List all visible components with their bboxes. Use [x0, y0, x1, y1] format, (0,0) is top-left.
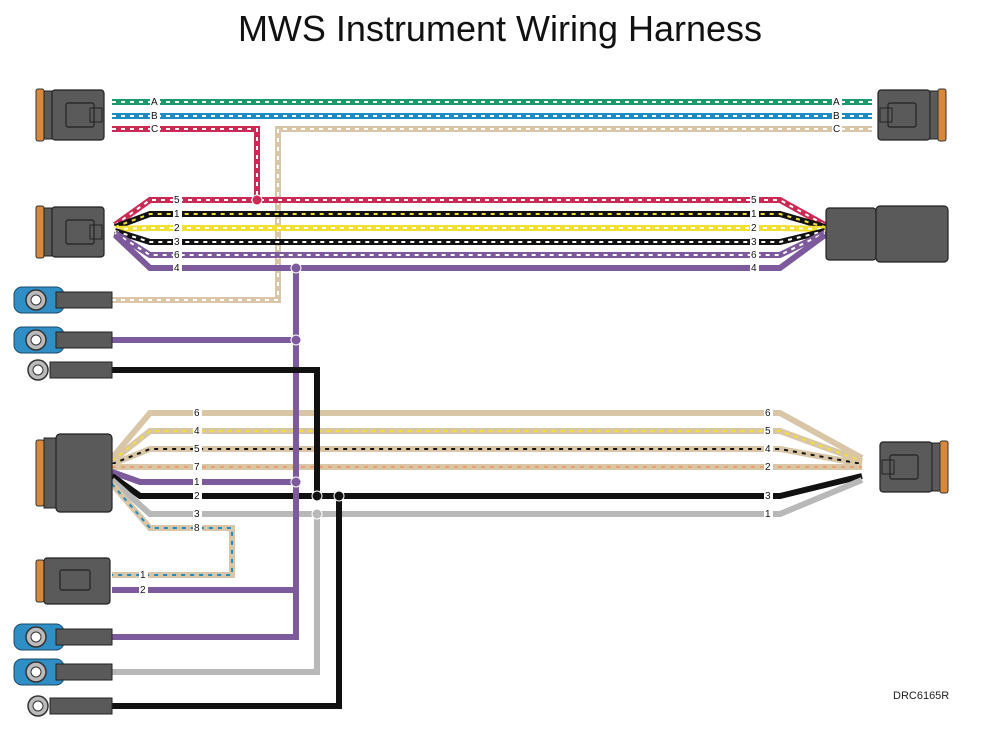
label-h1-right-a: A: [833, 97, 840, 108]
ring-terminal-6: [27, 695, 113, 717]
ring-terminal-1: [13, 286, 113, 314]
label-h2-left-5: 5: [174, 195, 180, 206]
label-h3-right-1: 1: [765, 509, 771, 520]
harness-3-right-labels: 6 5 4 2 3 1: [764, 407, 773, 520]
harness-2-left-connector: [35, 205, 105, 259]
label-h3-right-3: 3: [765, 491, 771, 502]
label-h3-left-2: 2: [194, 491, 200, 502]
label-h3-left-1: 1: [194, 477, 200, 488]
label-h2-left-3: 3: [174, 237, 180, 248]
label-h2-right-5: 5: [751, 195, 757, 206]
label-h2-right-1: 1: [751, 209, 757, 220]
small-connector-labels: 1 2: [139, 569, 148, 596]
label-h3-left-5: 5: [194, 444, 200, 455]
harness-3-left-labels: 6 4 5 7 1 2 3 8: [193, 407, 202, 534]
harness-3-wires: [109, 410, 864, 593]
label-h3-left-3: 3: [194, 509, 200, 520]
label-h1-left-a: A: [151, 97, 158, 108]
junction-dots: [251, 194, 345, 520]
harness-1-left-connector: [35, 88, 105, 142]
label-h2-left-1: 1: [174, 209, 180, 220]
ring-terminal-4: [13, 623, 113, 651]
label-h1-right-b: B: [833, 111, 840, 122]
label-h1-left-b: B: [151, 111, 158, 122]
label-h3-left-4: 4: [194, 426, 200, 437]
label-small-2: 2: [140, 585, 146, 596]
label-h3-right-5: 5: [765, 426, 771, 437]
label-small-1: 1: [140, 570, 146, 581]
label-h3-left-6: 6: [194, 408, 200, 419]
harness-2-left-labels: 5 1 2 3 6 4: [173, 194, 182, 274]
label-h2-left-2: 2: [174, 223, 180, 234]
label-h3-left-8: 8: [194, 523, 200, 534]
label-h2-left-4: 4: [174, 263, 180, 274]
label-h3-left-7: 7: [194, 462, 200, 473]
label-h1-left-c: C: [151, 124, 158, 135]
harness-1-left-labels: A B C: [150, 96, 160, 135]
harness-3-left-connector: [35, 433, 113, 513]
label-h3-right-6: 6: [765, 408, 771, 419]
label-h2-right-6: 6: [751, 250, 757, 261]
harness-3-right-connector: [879, 440, 949, 494]
vertical-bus-wires: [112, 268, 342, 709]
small-connector: [35, 557, 111, 605]
label-h1-right-c: C: [833, 124, 840, 135]
harness-1-right-connector: [877, 88, 947, 142]
ring-terminal-3: [27, 359, 113, 381]
ring-terminal-5: [13, 658, 113, 686]
label-h2-left-6: 6: [174, 250, 180, 261]
harness-2-right-labels: 5 1 2 3 6 4: [750, 194, 759, 274]
label-h2-right-4: 4: [751, 263, 757, 274]
label-h3-right-2: 2: [765, 462, 771, 473]
diagram-title: MWS Instrument Wiring Harness: [237, 8, 763, 49]
harness-2-right-connector: [825, 205, 949, 263]
harness-2-wires: [112, 197, 827, 271]
label-h2-right-3: 3: [751, 237, 757, 248]
label-h2-right-2: 2: [751, 223, 757, 234]
ring-terminal-2: [13, 326, 113, 354]
label-h3-right-4: 4: [765, 444, 771, 455]
drawing-code: DRC6165R: [893, 690, 950, 702]
harness-1-right-labels: A B C: [832, 96, 842, 135]
